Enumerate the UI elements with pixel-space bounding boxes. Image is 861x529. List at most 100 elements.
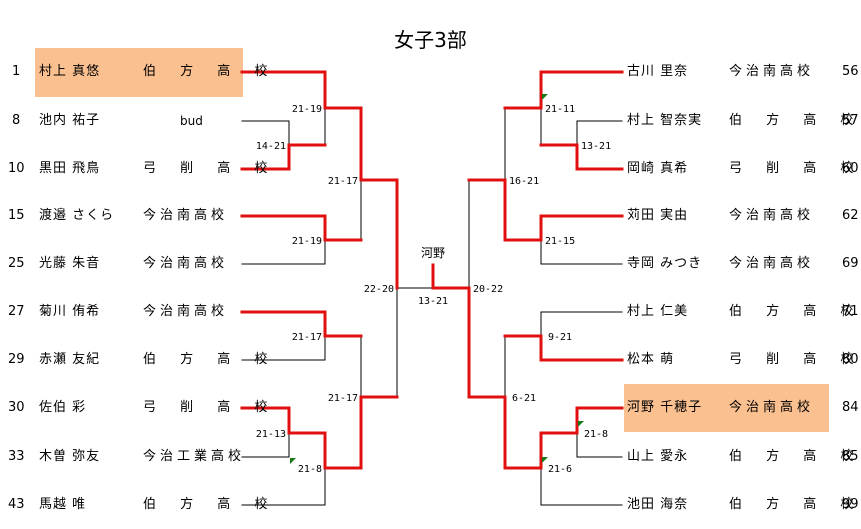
line-right-57	[576, 120, 623, 146]
score-label: 21-19	[292, 236, 322, 247]
player-name: 馬越 唯	[39, 497, 87, 512]
school-name: 今治南高校	[729, 400, 815, 415]
school-name: 今治南高校	[729, 256, 815, 271]
line-left-33	[241, 432, 290, 458]
win-line-left-30	[240, 395, 399, 470]
school-name: 弓 削 高 校	[143, 161, 278, 176]
page-title: 女子3部	[394, 28, 467, 52]
line-left-25	[241, 239, 326, 265]
player-row-left: 33 木曽 弥友 今治工業高校	[0, 448, 245, 466]
seed-number: 85	[842, 449, 859, 464]
score-label: 21-15	[545, 236, 575, 247]
school-name: 弓 削 高 校	[729, 161, 861, 176]
score-label: 21-11	[545, 104, 575, 115]
seed-number: 62	[842, 208, 859, 223]
score-label: 13-21	[581, 141, 611, 152]
player-name: 河野 千穂子	[627, 400, 703, 415]
seed-number: 29	[8, 352, 25, 367]
player-name: 赤瀬 友紀	[39, 352, 101, 367]
player-name: 山上 愛永	[627, 449, 689, 464]
highlight-right-winner	[624, 384, 829, 432]
score-label: 21-6	[548, 464, 572, 475]
player-name: 池内 祐子	[39, 113, 101, 128]
school-name: 弓 削 高 校	[143, 400, 278, 415]
score-label: 14-21	[256, 141, 286, 152]
seed-number: 33	[8, 449, 25, 464]
player-name: 村上 智奈実	[627, 113, 703, 128]
player-name: 松本 萌	[627, 352, 675, 367]
player-name: 渡邉 さくら	[39, 208, 115, 223]
player-name: 菊川 侑希	[39, 304, 101, 319]
player-name: 岡崎 真希	[627, 161, 689, 176]
score-label: 21-8	[584, 429, 608, 440]
line-left-8	[241, 120, 290, 146]
win-line-right-80	[503, 334, 624, 362]
seed-number: 27	[8, 304, 25, 319]
champion-label: 河野	[421, 246, 445, 260]
line-right-99	[540, 467, 623, 506]
seed-number: 80	[842, 352, 859, 367]
marker-icon	[542, 94, 548, 100]
score-label: 9-21	[548, 332, 572, 343]
bud-label: bud	[180, 114, 203, 128]
score-label: 13-21	[418, 296, 448, 307]
seed-number: 15	[8, 208, 25, 223]
school-name: 伯 方 高 校	[143, 497, 278, 512]
seed-number: 60	[842, 161, 859, 176]
school-name: 今治工業高校	[143, 449, 246, 464]
seed-number: 25	[8, 256, 25, 271]
school-name: 今治南高校	[729, 64, 815, 79]
player-name: 黒田 飛鳥	[39, 161, 101, 176]
win-line-left-1	[240, 70, 399, 290]
school-name: 伯 方 高 校	[729, 304, 861, 319]
seed-number: 10	[8, 161, 25, 176]
player-name: 木曽 弥友	[39, 449, 101, 464]
win-line-right-62	[467, 178, 624, 242]
school-name: 伯 方 高 校	[143, 352, 278, 367]
win-line-right-56	[503, 70, 624, 110]
school-name: 伯 方 高 校	[143, 64, 278, 79]
school-name: 伯 方 高 校	[729, 449, 861, 464]
seed-number: 69	[842, 256, 859, 271]
school-name: 弓 削 高 校	[729, 352, 861, 367]
player-name: 村上 真悠	[39, 64, 101, 79]
line-left-29	[241, 335, 326, 361]
school-name: 伯 方 高 校	[729, 113, 861, 128]
player-name: 池田 海奈	[627, 497, 689, 512]
win-line-left-27	[240, 310, 363, 338]
win-line-champion	[431, 263, 624, 470]
seed-number: 99	[842, 497, 859, 512]
seed-number: 57	[842, 113, 859, 128]
player-row-left: 25 光藤 朱音 今治南高校	[0, 255, 245, 273]
player-name: 村上 仁美	[627, 304, 689, 319]
school-name: 伯 方 高 校	[729, 497, 861, 512]
line-right-85	[576, 432, 623, 458]
score-label: 22-20	[364, 284, 394, 295]
school-name: 今治南高校	[143, 256, 229, 271]
score-label: 21-13	[256, 429, 286, 440]
player-name: 光藤 朱音	[39, 256, 101, 271]
player-name: 苅田 実由	[627, 208, 689, 223]
seed-number: 30	[8, 400, 25, 415]
score-label: 21-17	[292, 332, 322, 343]
score-label: 21-17	[328, 176, 358, 187]
seed-number: 1	[12, 64, 21, 79]
score-label: 16-21	[509, 176, 539, 187]
seed-number: 8	[12, 113, 21, 128]
school-name: 今治南高校	[729, 208, 815, 223]
player-row-right: 苅田 実由 今治南高校 62	[622, 207, 861, 225]
win-line-left-15	[240, 214, 363, 242]
seed-number: 71	[842, 304, 859, 319]
